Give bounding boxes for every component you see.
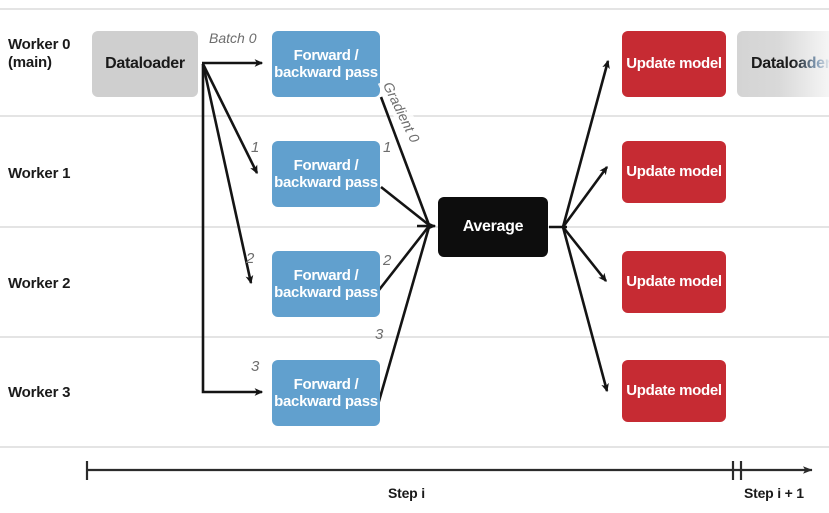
node-update-model-worker-0[interactable]: Update model [622, 31, 726, 97]
node-update-model-worker-3[interactable]: Update model [622, 360, 726, 422]
edge-label-gradient-2: 2 [383, 252, 392, 269]
row-label-worker-0: Worker 0 (main) [8, 36, 71, 71]
timeline-label-step-i-plus-1: Step i + 1 [744, 485, 804, 501]
edge-update-0 [561, 59, 610, 228]
edge-label-batch-1: 1 [251, 139, 260, 156]
edge-batch-2 [201, 63, 254, 285]
edge-gradient-1 [380, 185, 430, 227]
edge-update-2 [561, 226, 608, 282]
edge-batch-3 [201, 64, 264, 396]
edge-update-1 [561, 166, 609, 228]
edge-batch-1 [201, 63, 259, 175]
edge-label-batch-2: 2 [246, 250, 255, 267]
batch-distribution-edges [201, 59, 264, 396]
update-distribution-edges [549, 59, 610, 393]
node-forward-backward-worker-2[interactable]: Forward / backward pass [272, 251, 380, 317]
node-forward-backward-worker-0[interactable]: Forward / backward pass [272, 31, 380, 97]
node-average[interactable]: Average [438, 197, 548, 257]
node-dataloader-next-step[interactable]: Dataloader [737, 31, 829, 97]
node-forward-backward-worker-3[interactable]: Forward / backward pass [272, 360, 380, 426]
edge-label-batch-3: 3 [251, 358, 260, 375]
row-separators [0, 8, 829, 448]
row-label-worker-1: Worker 1 [8, 165, 71, 182]
node-update-model-worker-2[interactable]: Update model [622, 251, 726, 313]
gradient-convergence-edges [373, 96, 437, 416]
node-dataloader-next-step-label: Dataloader [751, 54, 829, 72]
node-forward-backward-worker-1[interactable]: Forward / backward pass [272, 141, 380, 207]
edge-update-3 [561, 226, 609, 393]
edge-gradient-3 [373, 226, 431, 416]
node-update-model-worker-1[interactable]: Update model [622, 141, 726, 203]
edge-label-gradient-1: 1 [383, 139, 392, 156]
edge-label-gradient-3: 3 [375, 326, 384, 343]
node-dataloader[interactable]: Dataloader [92, 31, 198, 97]
row-label-worker-3: Worker 3 [8, 384, 71, 401]
edge-gradient-0 [379, 96, 431, 226]
edge-gradient-2 [377, 225, 431, 291]
edge-label-batch-0: Batch 0 [209, 30, 257, 46]
row-label-worker-2: Worker 2 [8, 275, 71, 292]
timeline-axis [85, 461, 813, 480]
timeline-label-step-i: Step i [388, 485, 425, 501]
